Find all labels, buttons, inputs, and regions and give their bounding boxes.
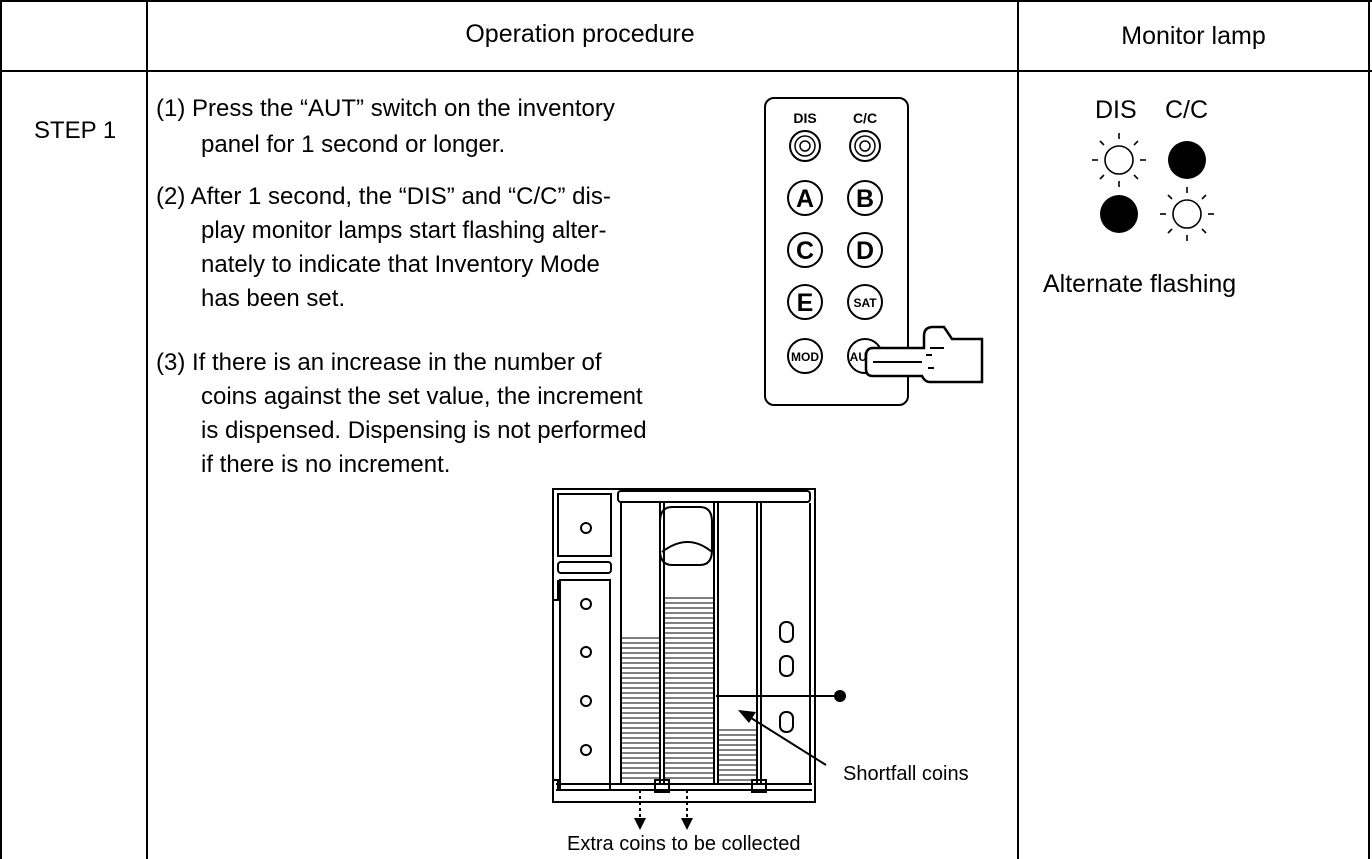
procedure-line-2: panel for 1 second or longer. bbox=[201, 131, 506, 158]
hopper-outer-frame bbox=[552, 488, 816, 803]
panel-key-aut[interactable]: AUT bbox=[847, 338, 883, 374]
procedure-line-10: if there is no increment. bbox=[201, 451, 451, 478]
procedure-line-3: (2) After 1 second, the “DIS” and “C/C” … bbox=[156, 183, 611, 210]
coin-stack-tube-2 bbox=[665, 597, 713, 779]
coin-stack-tube-1 bbox=[622, 637, 660, 779]
hopper-top-rail bbox=[617, 490, 811, 503]
extra-coins-arrows bbox=[634, 790, 693, 830]
svg-text:C: C bbox=[796, 237, 814, 265]
coin-stack-tube-3 bbox=[719, 729, 757, 781]
panel-lamp-dis bbox=[789, 130, 821, 162]
panel-key-c[interactable]: C bbox=[787, 232, 823, 268]
svg-text:SAT: SAT bbox=[853, 296, 877, 310]
header-monitor-lamp: Monitor lamp bbox=[1121, 22, 1266, 50]
svg-text:E: E bbox=[797, 289, 814, 317]
procedure-line-1: (1) Press the “AUT” switch on the invent… bbox=[156, 95, 615, 122]
procedure-line-8: coins against the set value, the increme… bbox=[201, 383, 643, 410]
svg-text:AUT: AUT bbox=[850, 350, 875, 364]
panel-key-d[interactable]: D bbox=[847, 232, 883, 268]
hopper-left-window bbox=[557, 493, 612, 557]
procedure-line-4: play monitor lamps start flashing alter- bbox=[201, 217, 607, 244]
procedure-line-9: is dispensed. Dispensing is not performe… bbox=[201, 417, 647, 444]
table-col-divider-2 bbox=[1017, 0, 1019, 859]
svg-text:A: A bbox=[796, 185, 814, 213]
monitor-label-cc: C/C bbox=[1165, 96, 1209, 124]
procedure-line-5: nately to indicate that Inventory Mode bbox=[201, 251, 600, 278]
table-left-border bbox=[0, 0, 2, 859]
svg-text:B: B bbox=[856, 185, 874, 213]
panel-lamp-label-cc: C/C bbox=[853, 110, 877, 126]
inventory-panel-body bbox=[764, 97, 909, 406]
callout-shortfall-coins: Shortfall coins bbox=[843, 763, 969, 785]
header-operation-procedure: Operation procedure bbox=[465, 20, 695, 48]
monitor-label-dis: DIS bbox=[1095, 96, 1137, 124]
lamp-off-icon bbox=[1168, 141, 1206, 179]
callout-dot bbox=[834, 690, 846, 702]
panel-key-sat[interactable]: SAT bbox=[847, 284, 883, 320]
callout-extra-coins: Extra coins to be collected bbox=[567, 833, 801, 855]
procedure-line-7: (3) If there is an increase in the numbe… bbox=[156, 349, 602, 376]
panel-lamp-cc bbox=[849, 130, 881, 162]
panel-key-mod[interactable]: MOD bbox=[787, 338, 823, 374]
table-col-divider-1 bbox=[146, 0, 148, 859]
lamp-lit-icon bbox=[1160, 187, 1214, 241]
hopper-left-slot bbox=[557, 561, 612, 574]
monitor-caption: Alternate flashing bbox=[1043, 270, 1237, 298]
panel-key-b[interactable]: B bbox=[847, 180, 883, 216]
lamp-lit-icon bbox=[1092, 133, 1146, 187]
hopper-left-panel bbox=[559, 579, 611, 791]
panel-lamp-label-dis: DIS bbox=[793, 110, 816, 126]
step-label: STEP 1 bbox=[34, 117, 117, 144]
panel-key-a[interactable]: A bbox=[787, 180, 823, 216]
lamp-off-icon bbox=[1100, 195, 1138, 233]
procedure-line-6: has been set. bbox=[201, 285, 346, 312]
panel-key-e[interactable]: E bbox=[787, 284, 823, 320]
table-header-divider bbox=[0, 70, 1372, 72]
svg-text:MOD: MOD bbox=[791, 350, 819, 364]
table-right-border bbox=[1368, 0, 1370, 859]
hand-pointer-icon bbox=[864, 325, 984, 384]
table-top-border bbox=[0, 0, 1372, 2]
svg-text:D: D bbox=[856, 237, 874, 265]
